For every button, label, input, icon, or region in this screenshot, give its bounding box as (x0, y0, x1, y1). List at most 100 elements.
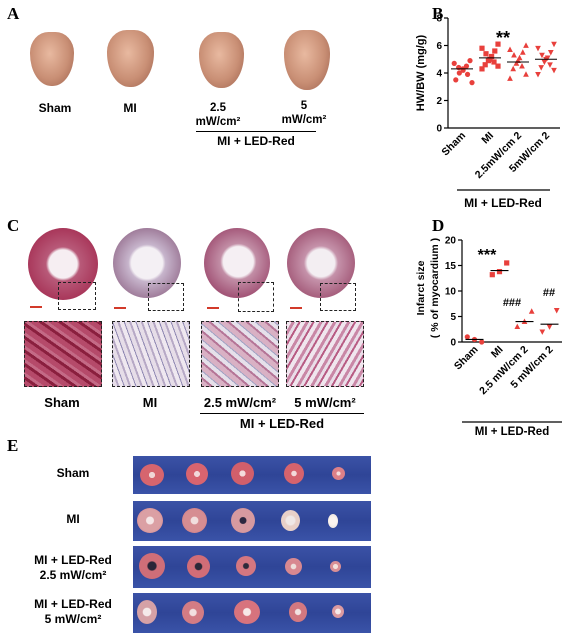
data-point (523, 42, 529, 48)
scale-bar-mi (114, 307, 126, 309)
ttc-slice (332, 467, 345, 480)
significance-mark: *** (478, 247, 497, 264)
section-led-5 (287, 228, 355, 298)
ttc-slice (182, 508, 207, 533)
ttc-slice (328, 514, 338, 528)
zoom-mi (112, 321, 190, 387)
roi-box-mi (148, 283, 184, 311)
e-row-label-led-25: MI + LED-Red 2.5 mW/cm² (18, 553, 128, 583)
section-mi (113, 228, 181, 298)
data-point (546, 324, 553, 330)
heart-photo-led-25 (199, 32, 244, 88)
group-label-25-line1: 2.5 (210, 102, 226, 114)
panel-a-letter: A (7, 4, 20, 23)
ttc-slice (137, 508, 163, 533)
data-point (489, 272, 495, 278)
data-point (479, 45, 485, 51)
y-axis-label: HW/BW (mg/g) (415, 34, 427, 111)
ttc-slice (330, 561, 341, 572)
bracket-label-b: MI + LED-Red (464, 196, 542, 210)
data-point (551, 67, 557, 74)
data-point (510, 65, 517, 72)
data-point (467, 58, 473, 64)
x-tick-label: MI (479, 130, 496, 147)
data-point (507, 46, 513, 52)
x-tick-label: Sham (452, 344, 481, 373)
data-point (485, 58, 491, 64)
data-point (547, 62, 553, 68)
roi-box-led-25 (238, 282, 274, 312)
data-point (547, 50, 554, 56)
data-point (553, 308, 560, 314)
data-point (495, 63, 501, 69)
roi-box-sham (58, 282, 96, 310)
scale-bar-led-25 (207, 307, 219, 309)
scale-bar-sham (30, 306, 42, 308)
y-tick-label: 15 (445, 261, 457, 272)
panel-d-letter: D (432, 216, 445, 235)
data-point (464, 334, 470, 340)
c-label-5: 5 mW/cm² (294, 395, 356, 410)
y-tick-label: 4 (436, 69, 442, 80)
data-point (463, 63, 470, 69)
bracket-line-c (200, 413, 364, 415)
y-tick-label: 8 (436, 14, 442, 25)
bracket-label-a: MI + LED-Red (217, 134, 295, 148)
data-point (535, 72, 541, 78)
significance-mark: ### (503, 297, 521, 309)
e-row-label-mi: MI (18, 512, 128, 526)
ttc-slice (284, 463, 304, 484)
data-point (551, 41, 557, 48)
x-tick-label: Sham (439, 130, 468, 159)
e-row-label-sham: Sham (18, 466, 128, 480)
y-tick-label: 0 (436, 124, 442, 135)
zoom-led-25 (201, 321, 279, 387)
significance-mark: ## (543, 287, 555, 299)
panel-e-letter: E (7, 436, 19, 455)
e-row-label-led-25-line1: MI + LED-Red (34, 553, 112, 567)
data-point (479, 339, 485, 345)
bracket-label-d: MI + LED-Red (475, 426, 549, 438)
data-point (519, 49, 526, 55)
data-point (483, 51, 489, 57)
group-label-5: 5 mW/cm² (274, 99, 334, 127)
bracket-label-c: MI + LED-Red (239, 416, 325, 431)
e-row-label-led-5: MI + LED-Red 5 mW/cm² (18, 597, 128, 627)
group-label-5-line1: 5 (300, 100, 308, 112)
data-point (491, 59, 497, 65)
ttc-slice (281, 510, 300, 531)
ttc-slice (236, 556, 256, 576)
data-point (539, 52, 545, 59)
data-point (479, 66, 485, 72)
data-point (492, 48, 498, 54)
data-point (469, 80, 475, 86)
c-label-sham: Sham (44, 395, 80, 410)
heart-photo-sham (30, 32, 74, 86)
e-row-label-led-25-line2: 2.5 mW/cm² (39, 568, 107, 582)
data-point (539, 329, 546, 335)
data-point (464, 71, 471, 77)
ttc-slice (139, 553, 165, 579)
y-tick-label: 5 (450, 312, 456, 323)
e-row-label-mi-line1: MI (66, 512, 80, 526)
panel-c-letter: C (7, 216, 20, 235)
section-led-25 (204, 228, 270, 298)
data-point (513, 60, 520, 66)
data-point (538, 65, 545, 71)
y-axis-label-line1: Infarct size (415, 260, 427, 315)
ttc-slice (182, 601, 204, 624)
section-sham (28, 228, 98, 300)
y-tick-label: 20 (445, 236, 457, 247)
ttc-slice (231, 462, 254, 485)
y-tick-label: 10 (445, 287, 457, 298)
ttc-slice (231, 508, 255, 533)
c-label-mi: MI (142, 395, 158, 410)
data-point (451, 60, 457, 66)
group-label-25-line2: mW/cm² (195, 116, 241, 128)
group-label-mi: MI (123, 101, 137, 115)
data-point (511, 52, 517, 58)
panel-b-letter: B (432, 4, 444, 23)
e-row-label-led-5-line2: 5 mW/cm² (44, 612, 102, 626)
